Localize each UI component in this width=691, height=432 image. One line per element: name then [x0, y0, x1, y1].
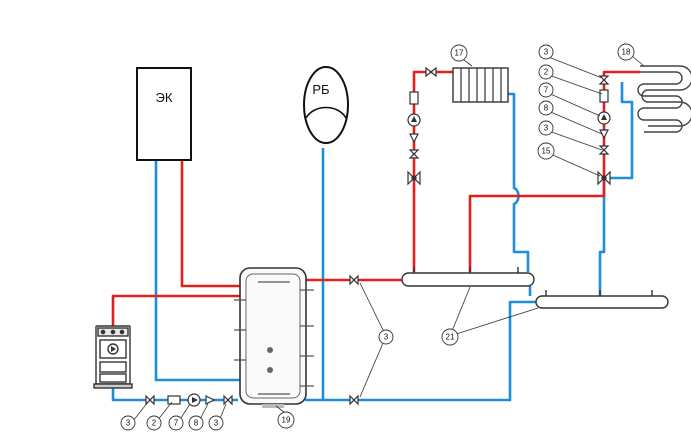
ball-valve-icon	[349, 394, 359, 406]
check-valve-icon	[409, 133, 419, 144]
ball-valve-icon	[598, 75, 610, 85]
svg-text:3: 3	[126, 419, 131, 428]
hot-manifold	[401, 267, 535, 287]
ball-valve-icon	[408, 149, 420, 159]
svg-text:2: 2	[152, 419, 157, 428]
callout-17: 17	[450, 44, 468, 62]
radiator-return-pipe	[508, 92, 530, 272]
floor-heating-coil-icon	[637, 65, 691, 133]
filter-icon	[167, 395, 181, 405]
callout-3-main: 3	[378, 329, 394, 345]
svg-text:3: 3	[544, 48, 549, 57]
svg-text:19: 19	[282, 416, 291, 425]
expansion-tank-label: РБ	[312, 82, 329, 97]
svg-text:15: 15	[542, 147, 551, 156]
floor-supply-pipe	[468, 70, 640, 272]
svg-text:8: 8	[194, 419, 199, 428]
callout-19: 19	[277, 411, 295, 429]
ek-return-pipe	[154, 160, 240, 382]
expansion-tank-body	[303, 66, 349, 144]
svg-text:21: 21	[446, 333, 455, 342]
leader-lines	[132, 55, 645, 422]
ek-supply-pipe	[180, 160, 243, 288]
electric-boiler-label: ЭК	[156, 90, 173, 105]
svg-text:7: 7	[174, 419, 179, 428]
svg-text:2: 2	[544, 68, 549, 77]
callout-8-bottom: 8	[188, 415, 204, 431]
radiator-icon	[452, 67, 509, 103]
callout-3-bottom-b: 3	[208, 415, 224, 431]
supply-pipes	[111, 70, 640, 326]
boiler-supply-pipe	[111, 294, 240, 326]
svg-text:3: 3	[544, 124, 549, 133]
expansion-tank-membrane	[305, 106, 347, 119]
check-valve-icon	[205, 395, 216, 405]
ball-valve-icon	[425, 66, 437, 78]
callout-15: 15	[537, 142, 555, 160]
cold-manifold	[535, 290, 669, 309]
svg-text:3: 3	[214, 419, 219, 428]
electric-boiler: ЭК	[136, 67, 192, 161]
callout-8-right: 8	[538, 100, 554, 116]
filter-icon	[599, 89, 609, 103]
expansion-tank: РБ	[303, 66, 349, 144]
solid-fuel-boiler	[93, 325, 133, 389]
radiator-supply-pipe	[412, 70, 453, 272]
ball-valve-icon	[598, 145, 610, 155]
callout-7-bottom: 7	[168, 415, 184, 431]
tank-return-pipe	[305, 300, 538, 402]
main-line-valves	[145, 274, 359, 407]
svg-text:3: 3	[384, 333, 389, 342]
buffer-tank	[234, 267, 314, 408]
callout-3-bottom-a: 3	[120, 415, 136, 431]
svg-text:18: 18	[622, 48, 631, 57]
svg-text:17: 17	[455, 49, 464, 58]
svg-text:8: 8	[544, 104, 549, 113]
floor-riser-fittings	[597, 75, 611, 186]
callout-2-bottom: 2	[146, 415, 162, 431]
floor-return-pipe	[598, 82, 634, 296]
callout-2-right: 2	[538, 64, 554, 80]
radiator-riser-fittings	[407, 66, 437, 186]
callout-3-right-b: 3	[538, 120, 554, 136]
callout-21: 21	[441, 328, 459, 346]
svg-text:7: 7	[544, 86, 549, 95]
callout-7-right: 7	[538, 82, 554, 98]
callout-markers: 3 2 7 8 3 19 17 18 3 2 7 8 3 15 3 21	[120, 43, 635, 431]
three-way-valve-icon	[407, 170, 421, 186]
three-way-valve-icon	[597, 170, 611, 186]
filter-icon	[409, 91, 419, 105]
ball-valve-icon	[223, 394, 233, 406]
electric-boiler-body	[136, 67, 192, 161]
ball-valve-icon	[349, 274, 359, 286]
callout-3-right-a: 3	[538, 44, 554, 60]
callout-18: 18	[617, 43, 635, 61]
